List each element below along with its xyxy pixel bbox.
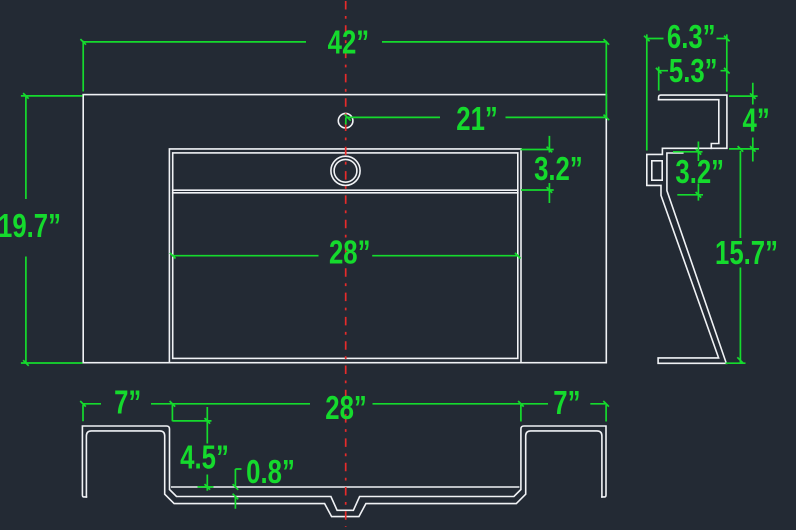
svg-text:42”: 42”: [328, 25, 369, 62]
svg-text:7”: 7”: [553, 385, 580, 422]
svg-text:15.7”: 15.7”: [715, 235, 778, 272]
svg-text:3.2”: 3.2”: [675, 154, 724, 191]
svg-text:19.7”: 19.7”: [0, 208, 61, 245]
svg-text:5.3”: 5.3”: [669, 53, 718, 90]
svg-text:3.2”: 3.2”: [534, 151, 583, 188]
svg-text:0.8”: 0.8”: [246, 454, 295, 491]
svg-text:7”: 7”: [114, 385, 141, 422]
svg-text:4”: 4”: [743, 103, 770, 140]
svg-text:28”: 28”: [329, 235, 370, 272]
svg-text:28”: 28”: [325, 390, 366, 427]
svg-text:4.5”: 4.5”: [180, 440, 229, 477]
svg-text:6.3”: 6.3”: [667, 19, 716, 56]
svg-text:21”: 21”: [456, 101, 497, 138]
